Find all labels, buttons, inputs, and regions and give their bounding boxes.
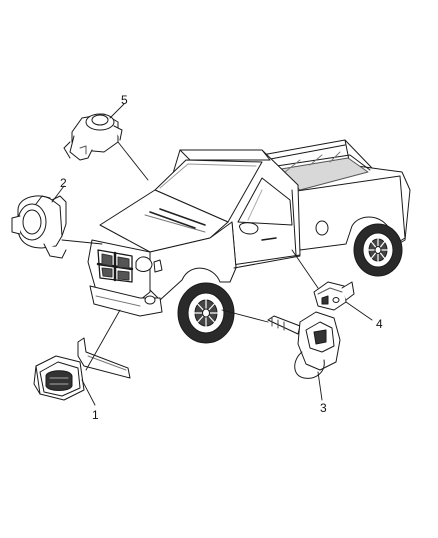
pickup-truck (87, 139, 411, 344)
sensor-1-bracket (33, 309, 131, 406)
sensor-5-dome (63, 113, 149, 181)
callout-5: 5 (121, 93, 128, 107)
sensor-3-wheel-speed (221, 309, 341, 401)
front-wheel (177, 282, 235, 344)
grille (96, 249, 134, 283)
rear-wheel (353, 223, 403, 277)
callout-4: 4 (376, 317, 383, 331)
callout-2: 2 (60, 176, 67, 190)
sensor-4-mounted (291, 249, 373, 321)
callout-3: 3 (320, 401, 327, 415)
callout-1: 1 (92, 408, 99, 422)
sensor-2-round (11, 195, 103, 259)
